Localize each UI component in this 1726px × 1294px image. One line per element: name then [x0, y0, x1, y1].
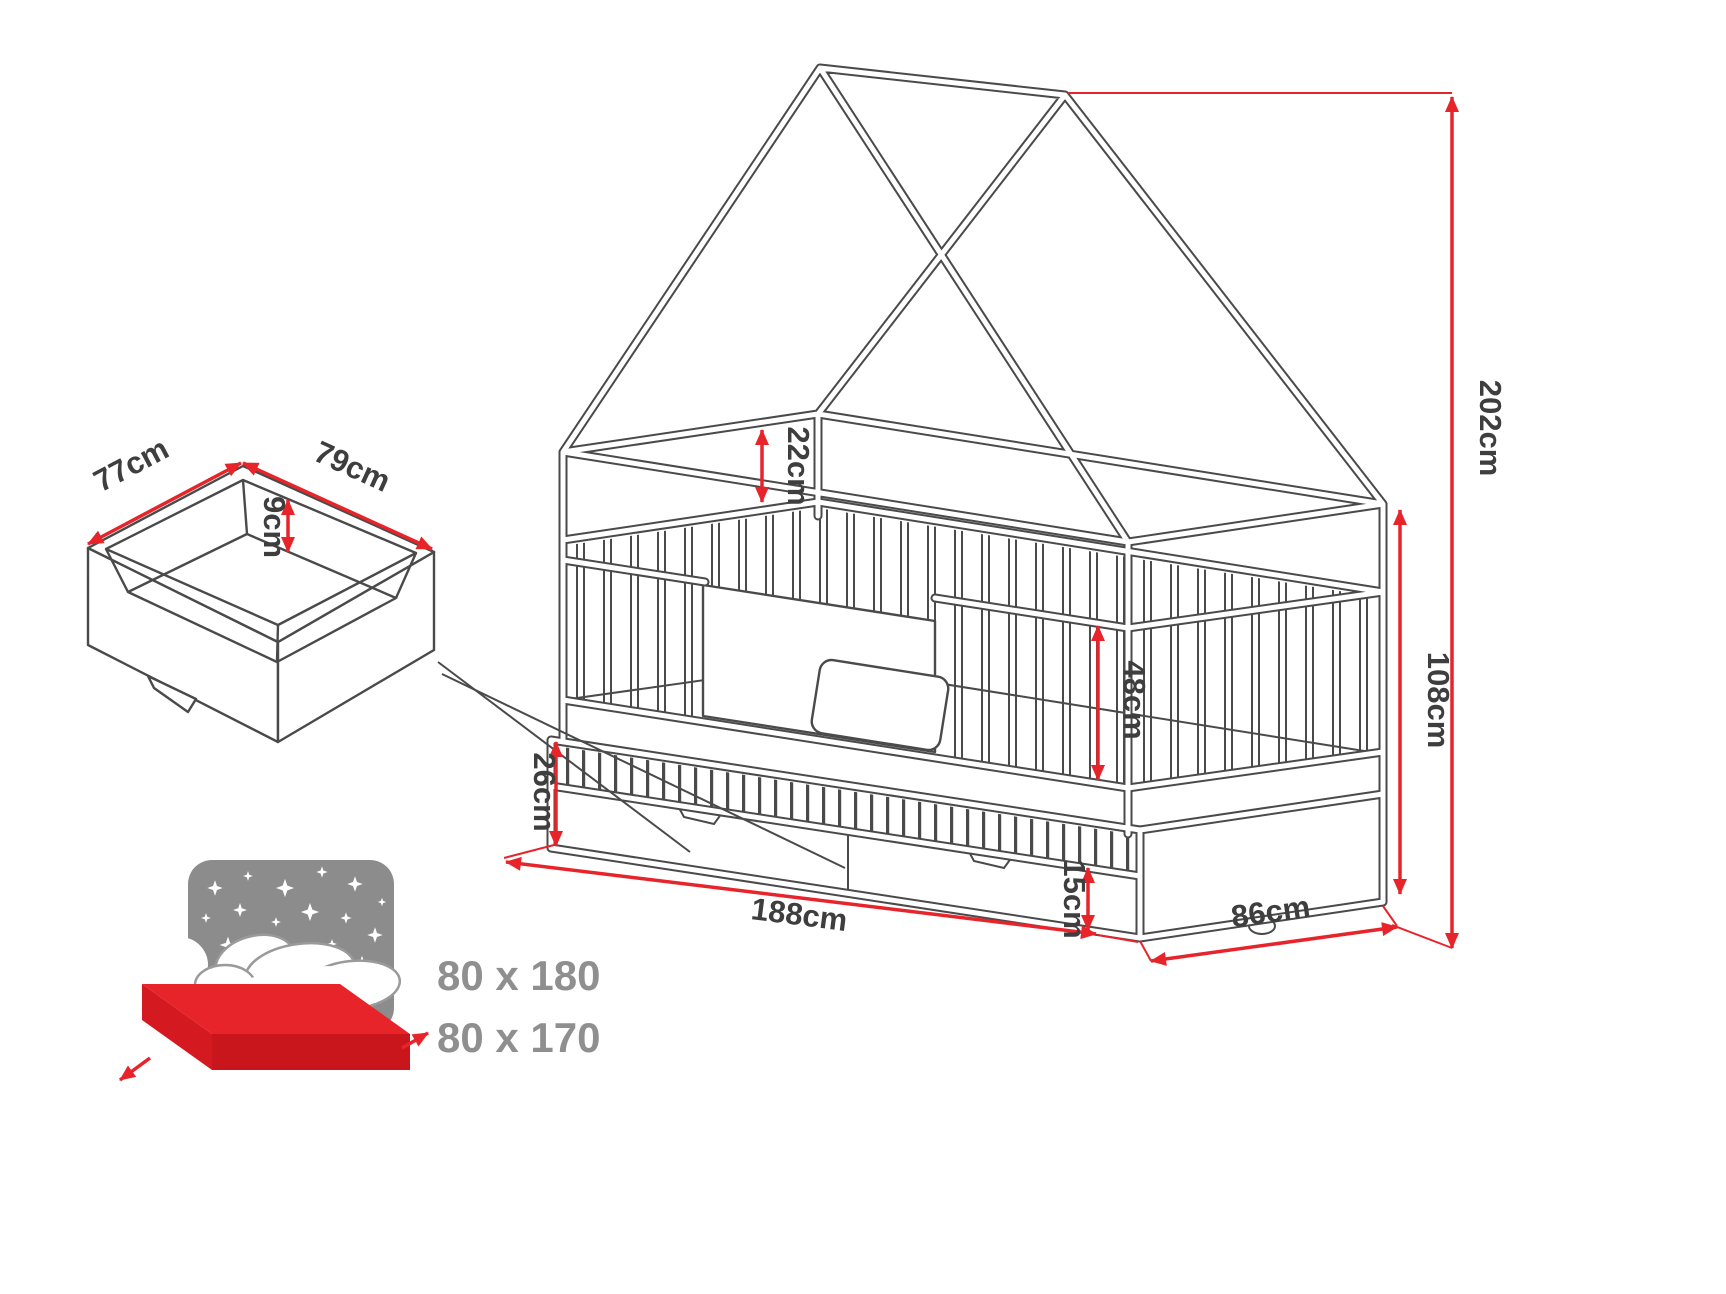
dim-label-total-height: 202cm — [1473, 380, 1508, 477]
mattress-size-pictogram: 80 x 180 80 x 170 — [118, 860, 601, 1082]
front-right-guard-pickets — [937, 604, 1128, 785]
picket-walls — [563, 508, 1383, 785]
mattress-arrow-icon — [118, 1056, 152, 1082]
dim-line-depth — [1150, 922, 1398, 966]
dim-label-side-height: 108cm — [1421, 652, 1456, 749]
seat-cushion — [810, 658, 950, 752]
mattress-arrow-icon — [401, 1031, 429, 1050]
dim-line-length — [505, 856, 1097, 940]
mattress-size-main: 80 x 180 — [437, 952, 601, 999]
mattress-size-trundle: 80 x 170 — [437, 1014, 601, 1061]
dim-line-drawer-width — [87, 461, 242, 546]
trundle-slats — [556, 746, 1136, 872]
dim-label-drawer-inner: 9cm — [257, 496, 292, 558]
foot-wall-pickets — [1128, 598, 1383, 785]
dimension-lines — [87, 92, 1459, 966]
dim-label-length: 188cm — [749, 891, 849, 938]
front-left-guard-pickets — [563, 566, 705, 720]
dim-label-trundle-height: 26cm — [527, 752, 562, 831]
dim-label-depth: 86cm — [1229, 889, 1312, 934]
leader-lines — [437, 661, 846, 869]
dim-label-drawer-front: 15cm — [1057, 859, 1092, 938]
dim-label-drawer-width: 77cm — [88, 431, 174, 499]
dim-label-drawer-depth: 79cm — [309, 434, 396, 499]
dim-line-drawer-depth — [242, 461, 433, 551]
drawer-handle-notch-icon — [146, 674, 198, 714]
dim-label-roof-gap: 22cm — [781, 426, 816, 505]
mattress-icon — [142, 984, 410, 1070]
house-bed-frame — [551, 68, 1383, 938]
dim-label-guard-height: 48cm — [1117, 660, 1152, 739]
